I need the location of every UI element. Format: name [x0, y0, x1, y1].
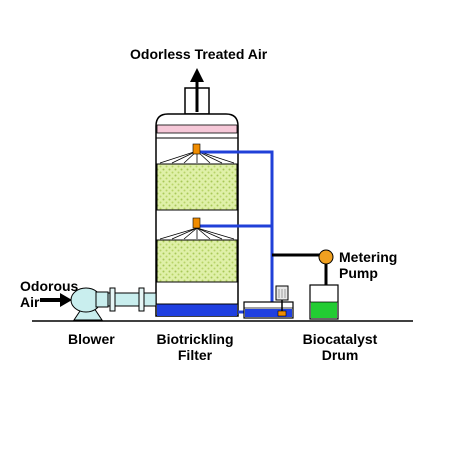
packing-bed-lower: [156, 239, 238, 283]
filter-label-line2: Filter: [177, 347, 213, 363]
metering-pump-label-line1: Metering: [339, 249, 398, 265]
inlet-arrow-icon: [60, 293, 72, 307]
demister-layer: [156, 124, 238, 134]
nozzle-icon: [192, 217, 201, 229]
packing-bed-upper: [156, 163, 238, 211]
exhaust-arrow-icon: [190, 68, 204, 82]
drum-label-line1: Biocatalyst: [302, 331, 378, 347]
inlet-duct: [107, 287, 157, 312]
treated-air-label: Odorless Treated Air: [130, 46, 268, 62]
drum-label-line2: Drum: [321, 347, 359, 363]
filter-label-line1: Biotrickling: [156, 331, 234, 347]
odorous-air-label-line1: Odorous: [20, 278, 79, 294]
blower-label: Blower: [68, 331, 115, 347]
spray-pattern-lower: [159, 227, 235, 240]
recirculation-pump: [275, 285, 289, 317]
odorous-air-label-line2: Air: [20, 294, 40, 310]
biocatalyst-drum: [309, 284, 339, 320]
recirculation-pipe: [200, 150, 274, 314]
nozzle-icon: [192, 143, 201, 155]
sump-water: [157, 304, 237, 316]
metering-pump-icon: [318, 249, 334, 265]
metering-pump-label-line2: Pump: [339, 265, 378, 281]
exhaust-stack: [184, 78, 210, 115]
blower: [70, 287, 109, 321]
